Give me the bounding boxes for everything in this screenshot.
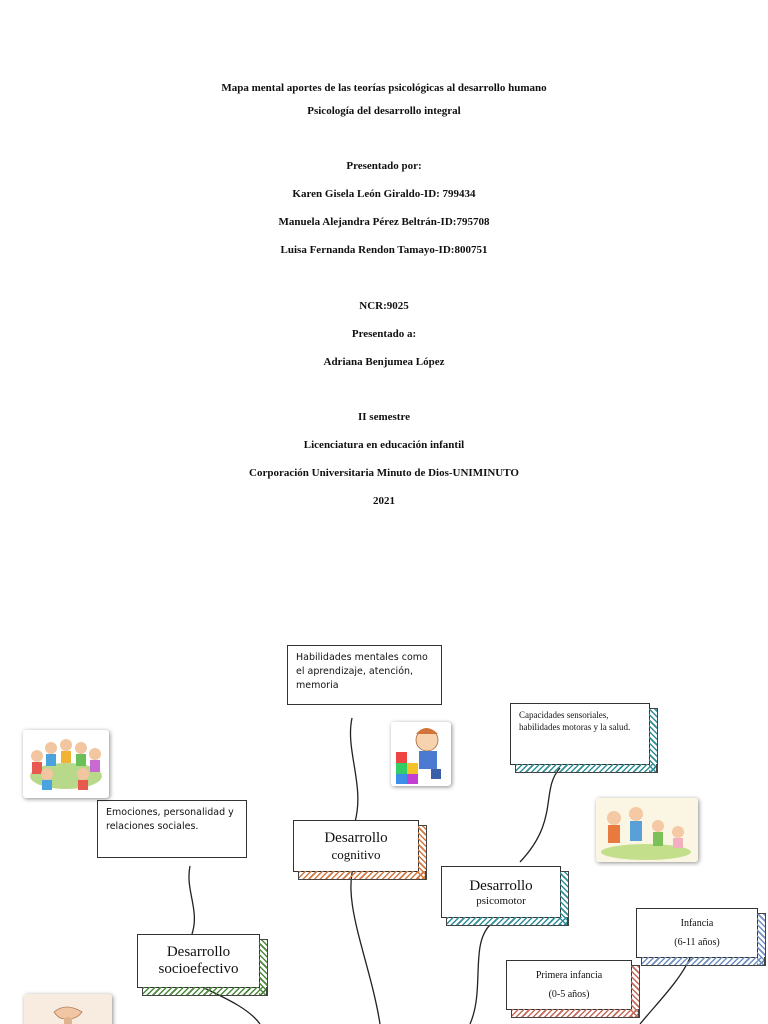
cognitive-node: Desarrollo cognitivo (293, 820, 427, 880)
year: 2021 (373, 495, 395, 507)
program: Licenciatura en educación infantil (303, 439, 465, 451)
infancia-range: (6-11 años) (674, 937, 720, 948)
psycho-title-line2: psicomotor (476, 894, 526, 907)
socio-note-text: Emociones, personalidad y relaciones soc… (106, 807, 234, 832)
author-1: Karen Gisela León Giraldo-ID: 799434 (292, 188, 476, 200)
document-subtitle: Psicología del desarrollo integral (307, 105, 461, 117)
connector-cognitive (349, 717, 359, 823)
infancia-node: Infancia (6-11 años) (636, 908, 766, 966)
socio-title-line2: socioefectivo (158, 961, 239, 977)
author-3: Luisa Fernanda Rendon Tamayo-ID:800751 (280, 244, 488, 256)
connector-cognitive-down (350, 861, 381, 1024)
author-2: Manuela Alejandra Pérez Beltrán-ID:79570… (278, 216, 490, 228)
socio-title-line1: Desarrollo (166, 944, 231, 960)
cognitive-title-line1: Desarrollo (324, 829, 388, 846)
cognitive-title-line2: cognitivo (331, 846, 381, 862)
document-title: Mapa mental aportes de las teorías psico… (221, 82, 547, 94)
primera-infancia-label: Primera infancia (535, 970, 603, 981)
connector-psycho (519, 767, 561, 863)
family-exercise-illustration (596, 798, 698, 862)
institution: Corporación Universitaria Minuto de Dios… (249, 467, 519, 479)
semester: II semestre (357, 411, 411, 423)
connector-psycho-down (469, 924, 491, 1024)
connector-infancia (639, 957, 691, 1024)
psycho-title-line1: Desarrollo (469, 877, 533, 894)
primera-infancia-range: (0-5 años) (548, 989, 590, 1000)
socio-note-box: Emociones, personalidad y relaciones soc… (97, 800, 247, 858)
children-circle-illustration (23, 730, 109, 798)
psycho-node: Desarrollo psicomotor (441, 866, 569, 926)
infancia-label: Infancia (680, 918, 714, 929)
teacher-name: Adriana Benjumea López (323, 356, 445, 368)
primera-infancia-node: Primera infancia (0-5 años) (506, 960, 640, 1018)
presented-to-label: Presentado a: (351, 328, 417, 340)
psycho-note-text: Capacidades sensoriales, habilidades mot… (519, 710, 631, 732)
presented-by-label: Presentado por: (346, 160, 422, 172)
connector-socio (188, 865, 196, 935)
socio-node: Desarrollo socioefectivo (137, 934, 268, 996)
cognitive-note-box: Habilidades mentales como el aprendizaje… (287, 645, 442, 705)
bottom-partial-illustration (24, 994, 112, 1024)
ncr-code: NCR:9025 (359, 300, 409, 312)
boy-blocks-illustration (391, 722, 451, 786)
psycho-note-box: Capacidades sensoriales, habilidades mot… (510, 703, 658, 773)
cognitive-note-text: Habilidades mentales como el aprendizaje… (296, 652, 428, 691)
